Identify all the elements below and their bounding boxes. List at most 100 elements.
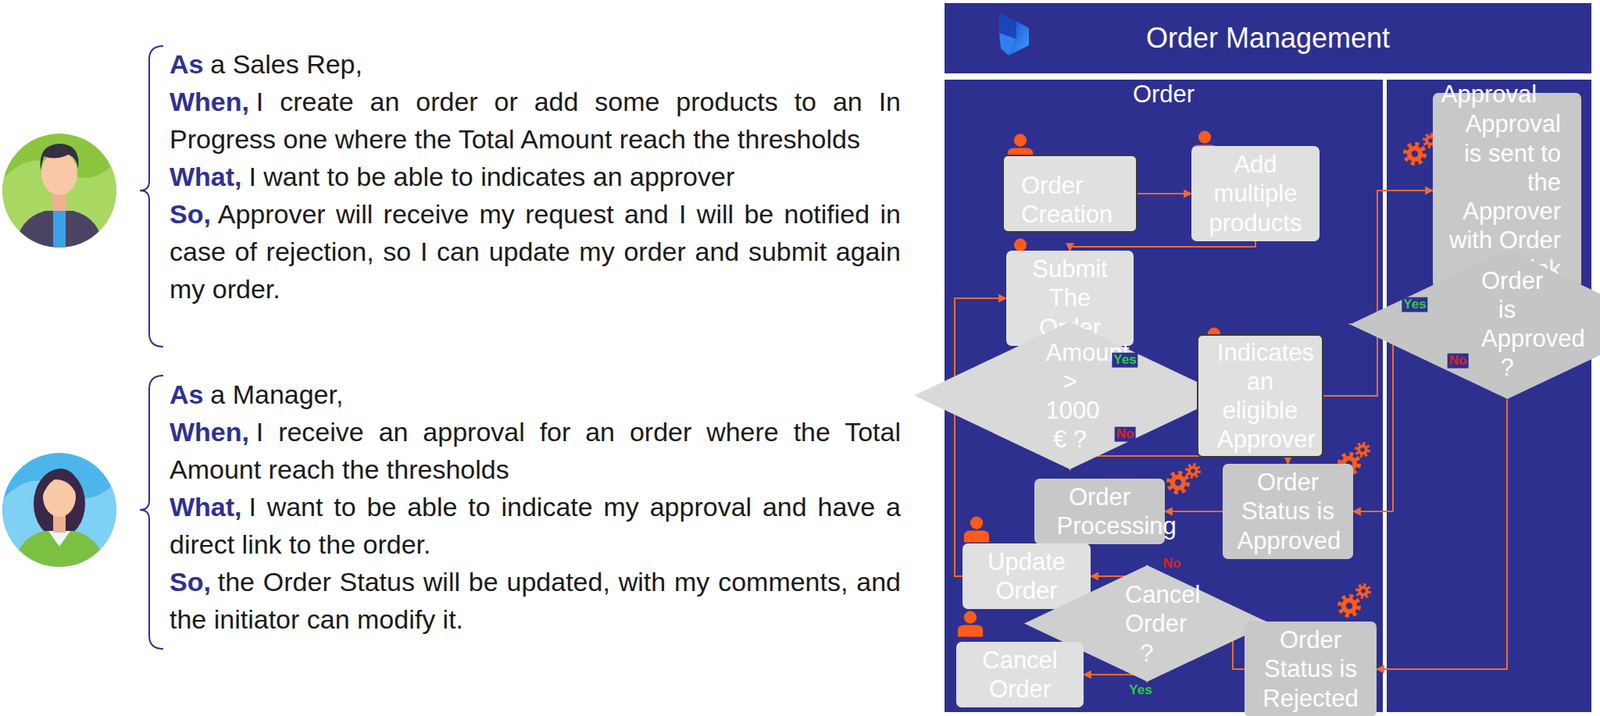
gear-body bbox=[1407, 146, 1423, 162]
node-text: Indicates an eligible Approver bbox=[1217, 338, 1304, 455]
gear-body bbox=[1341, 598, 1358, 615]
avatar-fringe bbox=[42, 468, 78, 497]
story-line: When,I create an order or add some produ… bbox=[169, 82, 901, 158]
person-head bbox=[964, 611, 977, 625]
story-keyword: As bbox=[169, 379, 204, 410]
story-keyword: When, bbox=[169, 417, 250, 447]
flow-arrow bbox=[1137, 192, 1192, 195]
gear-teeth bbox=[1405, 144, 1425, 164]
avatar-face bbox=[41, 151, 78, 196]
gear-hole bbox=[1428, 138, 1433, 143]
node-text: Amount > 1000 € ? bbox=[1046, 338, 1095, 455]
decision-diamond: Order is Approved ? bbox=[1349, 249, 1600, 400]
node-text: Order is Approved ? bbox=[1481, 266, 1533, 383]
node-text: Cancel Order bbox=[969, 646, 1072, 704]
person-icon bbox=[964, 517, 990, 543]
sales-rep-avatar bbox=[2, 133, 118, 250]
gear-icon bbox=[1356, 443, 1369, 457]
node-text: Order Status is Rejected bbox=[1260, 625, 1362, 714]
user-story: Asa Manager,When,I receive an approval f… bbox=[169, 375, 901, 639]
story-keyword: So, bbox=[169, 567, 211, 597]
node-text: Cancel Order ? bbox=[1125, 580, 1169, 668]
avatar-sweater bbox=[14, 531, 105, 571]
gear-hole bbox=[1175, 479, 1182, 486]
gear-icon bbox=[1186, 464, 1200, 478]
title-bar bbox=[944, 3, 1592, 74]
edge-label: Yes bbox=[1127, 683, 1154, 699]
system-box: Order Status is Rejected bbox=[1244, 621, 1377, 716]
edge-label: Yes bbox=[1111, 353, 1138, 368]
story-line: What,I want to be able to indicate my ap… bbox=[169, 488, 901, 564]
node-text: Order Creation bbox=[1009, 158, 1131, 229]
flow-arrow bbox=[954, 298, 1007, 577]
gear-hole bbox=[1360, 589, 1366, 594]
avatar-hair-back bbox=[33, 469, 86, 539]
swimlane: Approval is sent to the Approver with Or… bbox=[1386, 79, 1592, 713]
story-text: I want to be able to indicates an approv… bbox=[248, 161, 735, 192]
node-text: Order Processing bbox=[1057, 482, 1143, 541]
process-box: Add multiple products bbox=[1191, 146, 1320, 242]
gear-teeth bbox=[1357, 585, 1370, 598]
avatar-shirt bbox=[53, 209, 66, 250]
process-box: Order Creation bbox=[1002, 154, 1138, 233]
story-line: What,I want to be able to indicates an a… bbox=[169, 157, 901, 196]
brace bbox=[139, 46, 164, 347]
gear-hole bbox=[1346, 603, 1353, 610]
gear-body bbox=[1170, 475, 1186, 491]
gear-body bbox=[1357, 585, 1369, 597]
story-keyword: So, bbox=[169, 199, 211, 229]
manager-avatar bbox=[2, 453, 118, 571]
edge-label: Yes bbox=[1401, 297, 1428, 313]
story-line: Asa Manager, bbox=[169, 375, 901, 414]
story-line: When,I receive an approval for an order … bbox=[169, 413, 901, 489]
avatar-collar bbox=[48, 531, 71, 547]
flow-arrow bbox=[1070, 241, 1257, 251]
node-text: Add multiple products bbox=[1204, 150, 1307, 238]
node-text: Order Status is Approved bbox=[1237, 467, 1340, 556]
story-keyword: As bbox=[169, 49, 204, 79]
story-text: a Sales Rep, bbox=[210, 49, 363, 79]
flow-arrow bbox=[1376, 399, 1508, 670]
story-line: Asa Sales Rep, bbox=[169, 45, 901, 83]
process-box: Cancel Order bbox=[956, 642, 1084, 708]
person-body bbox=[964, 531, 990, 543]
gear-hole bbox=[1411, 150, 1418, 158]
system-box: Order Processing bbox=[1034, 478, 1165, 545]
gear-hole bbox=[1190, 468, 1196, 474]
gear-hole bbox=[1360, 447, 1365, 453]
gear-icon bbox=[1357, 585, 1370, 598]
story-text: a Manager, bbox=[210, 379, 343, 410]
swimlane: Order CreationAdd multiple productsSubmi… bbox=[944, 79, 1383, 713]
gear-body bbox=[1187, 465, 1199, 477]
person-head bbox=[1014, 239, 1027, 252]
gear-icon bbox=[1339, 596, 1359, 616]
edge-label: No bbox=[1161, 557, 1183, 572]
flow-arrow bbox=[1349, 324, 1394, 512]
app-logo bbox=[999, 13, 1029, 56]
gear-teeth bbox=[1168, 473, 1188, 493]
edge-label: No bbox=[1447, 353, 1469, 369]
process-box: Update Order bbox=[962, 543, 1091, 610]
person-head bbox=[1014, 134, 1027, 147]
story-text: I receive an approval for an order where… bbox=[169, 417, 901, 485]
story-keyword: What, bbox=[169, 492, 243, 522]
lane-heading: Approval bbox=[1386, 79, 1592, 109]
decision-diamond: Amount > 1000 € ? bbox=[913, 321, 1227, 471]
avatar-hair bbox=[40, 143, 79, 171]
story-text: Approver will receive my request and I w… bbox=[169, 199, 901, 304]
flow-arrow bbox=[1164, 510, 1223, 513]
gear-teeth bbox=[1339, 596, 1359, 616]
logo-part bbox=[999, 32, 1017, 56]
story-keyword: What, bbox=[169, 161, 243, 192]
edge-label: No bbox=[1114, 427, 1136, 443]
story-line: So,the Order Status will be updated, wit… bbox=[169, 563, 901, 639]
person-body bbox=[957, 625, 983, 638]
gear-body bbox=[1357, 444, 1368, 456]
process-box: Indicates an eligible Approver bbox=[1196, 334, 1324, 459]
story-keyword: When, bbox=[169, 86, 250, 117]
story-text: the Order Status will be updated, with m… bbox=[169, 567, 901, 635]
story-text: I want to be able to indicate my approva… bbox=[169, 492, 901, 560]
story-text: I create an order or add some products t… bbox=[169, 86, 901, 154]
gear-icon bbox=[1168, 473, 1188, 493]
person-head bbox=[1198, 131, 1211, 144]
